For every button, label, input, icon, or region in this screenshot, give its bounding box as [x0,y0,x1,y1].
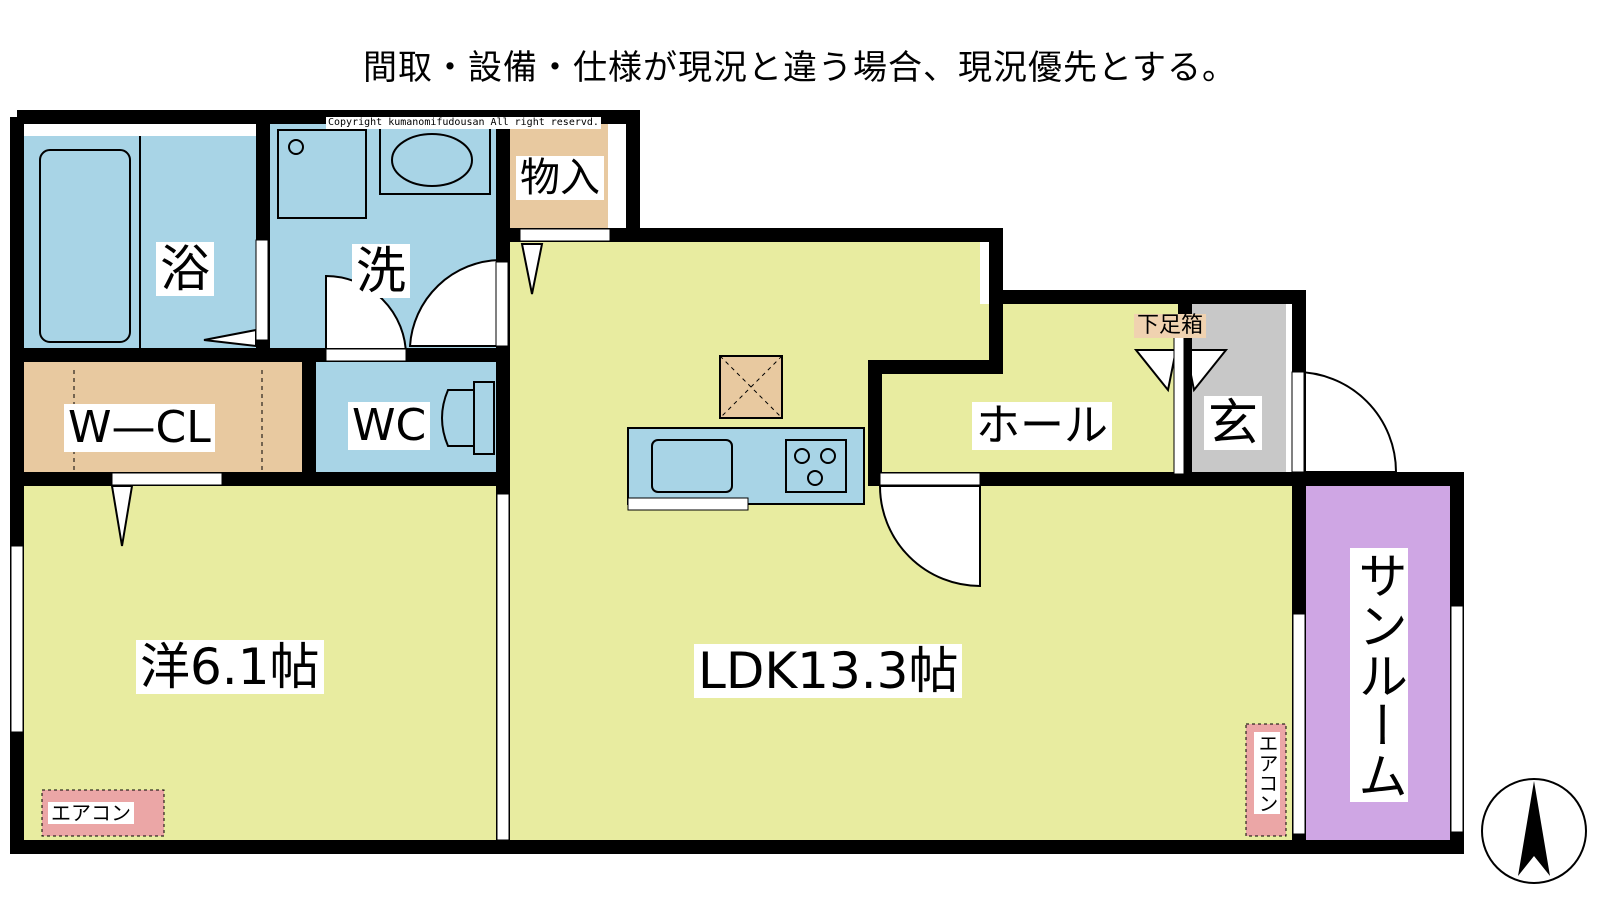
opening [519,228,611,242]
room-label-entrance: 玄 [1204,396,1262,450]
drain-icon [288,139,304,155]
wc-door [325,274,408,357]
opening [111,472,223,486]
notice-text: 間取・設備・仕様が現況と違う場合、現況優先とする。 [363,48,1237,88]
bathtub [39,149,131,343]
window [1173,329,1185,475]
opening [325,348,407,362]
room-label-storage: 物入 [516,156,604,200]
burner-icon [794,448,810,464]
washer-space [277,129,367,219]
sink-icon [391,133,473,187]
room-label-bath: 浴 [156,242,214,296]
door-marker [520,243,544,295]
toilet-bowl [441,389,474,447]
window [255,239,269,341]
room-label-western: 洋6.1帖 [136,640,324,694]
room-label-sunroom: サンルーム [1350,548,1408,802]
room-label-ldk: LDK13.3帖 [694,644,963,698]
washroom-door [408,258,501,347]
room-label-hall: ホール [972,402,1112,450]
ldk-door [878,485,981,588]
opening [495,261,509,347]
opening [1291,371,1305,473]
copyright-text: Copyright kumanomifudousan All right res… [326,117,601,129]
aircon-label-western: エアコン [48,802,134,824]
entrance-door [1295,370,1398,473]
room-label-washroom: 洗 [352,244,410,298]
toilet-tank [473,381,495,455]
stove [785,439,847,493]
range-hood-cross [719,355,783,419]
window [10,545,24,733]
burner-icon [807,470,823,486]
room-label-shoe-box: 下足箱 [1134,314,1207,338]
window [496,493,510,841]
shoebox-marker [1133,349,1178,393]
aircon-label-ldk: エアコン [1254,732,1280,814]
opening [879,472,981,486]
walls [10,110,1464,854]
window [1292,613,1306,835]
room-label-wcl: W—CL [64,404,215,452]
window [1450,605,1464,833]
opening [627,497,749,511]
kitchen-sink [651,439,733,493]
burner-icon [820,448,836,464]
room-label-wc: WC [348,402,431,450]
north-arrow-icon [1481,778,1587,884]
